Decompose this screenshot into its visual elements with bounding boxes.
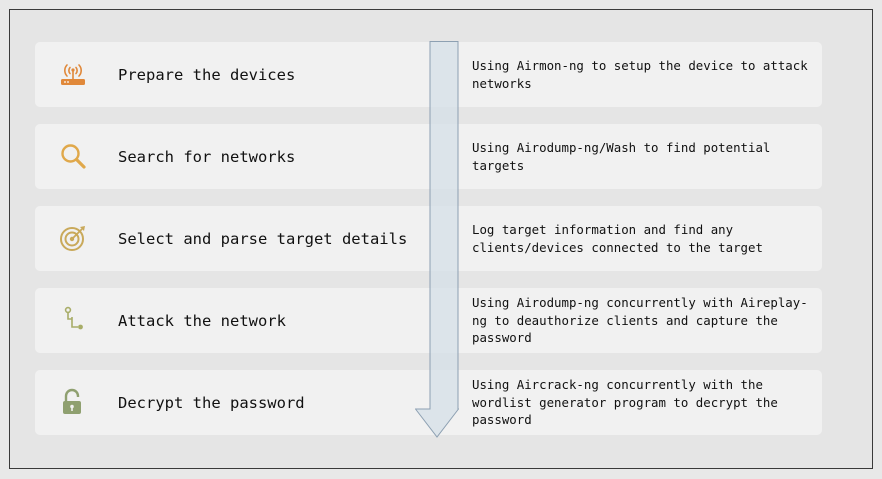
step-description: Using Aircrack-ng concurrently with the … [472, 377, 778, 428]
step-description: Using Airmon-ng to setup the device to a… [472, 58, 808, 91]
branch-icon [57, 304, 89, 336]
step-description: Log target information and find any clie… [472, 222, 763, 255]
step-row-attack: Attack the network Using Airodump-ng con… [35, 288, 822, 353]
step-title: Select and parse target details [118, 229, 408, 248]
step-row-select: Select and parse target details Log targ… [35, 206, 822, 271]
step-row-prepare: Prepare the devices Using Airmon-ng to s… [35, 42, 822, 107]
step-description: Using Airodump-ng concurrently with Aire… [472, 295, 808, 346]
target-icon [57, 222, 89, 254]
search-icon [57, 140, 89, 172]
step-row-search: Search for networks Using Airodump-ng/Wa… [35, 124, 822, 189]
step-title: Prepare the devices [118, 65, 296, 84]
step-title: Decrypt the password [118, 393, 305, 412]
router-icon [57, 58, 89, 90]
step-row-decrypt: Decrypt the password Using Aircrack-ng c… [35, 370, 822, 435]
unlock-icon [57, 386, 89, 418]
step-title: Search for networks [118, 147, 296, 166]
step-title: Attack the network [118, 311, 286, 330]
step-description: Using Airodump-ng/Wash to find potential… [472, 140, 771, 173]
